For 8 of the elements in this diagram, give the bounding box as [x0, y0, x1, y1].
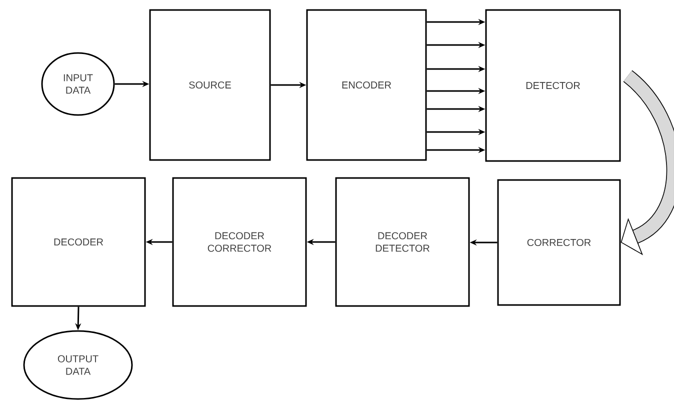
process-box: DECODER DETECTOR — [335, 177, 470, 307]
process-box: DECODER CORRECTOR — [172, 177, 307, 307]
process-box: CORRECTOR — [497, 179, 621, 306]
block-arrow — [620, 70, 674, 256]
process-box: ENCODER — [306, 9, 427, 161]
process-box: DECODER — [11, 177, 146, 307]
process-box: DETECTOR — [485, 9, 621, 162]
process-box: SOURCE — [149, 9, 271, 161]
